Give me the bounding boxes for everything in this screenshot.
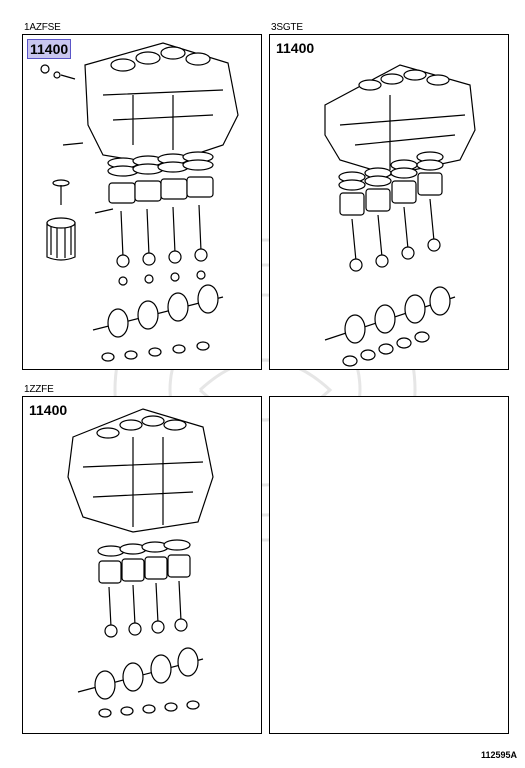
part-number[interactable]: 11400 <box>276 40 315 56</box>
short-block-drawing <box>67 408 214 718</box>
engine-panel-1azfse[interactable]: 11400 <box>22 34 262 370</box>
empty-panel <box>269 396 509 734</box>
part-number[interactable]: 11400 <box>29 402 68 418</box>
engine-code-label: 3SGTE <box>271 22 303 33</box>
short-block-drawing <box>324 64 476 367</box>
short-block-drawing <box>40 42 239 362</box>
engine-code-label: 1ZZFE <box>24 384 54 395</box>
part-number[interactable]: 11400 <box>27 39 72 59</box>
engine-panel-1zzfe[interactable]: 11400 <box>22 396 262 734</box>
engine-code-label: 1AZFSE <box>24 22 61 33</box>
engine-panel-3sgte[interactable]: 11400 <box>269 34 509 370</box>
illustration-code: 112595A <box>480 750 517 760</box>
